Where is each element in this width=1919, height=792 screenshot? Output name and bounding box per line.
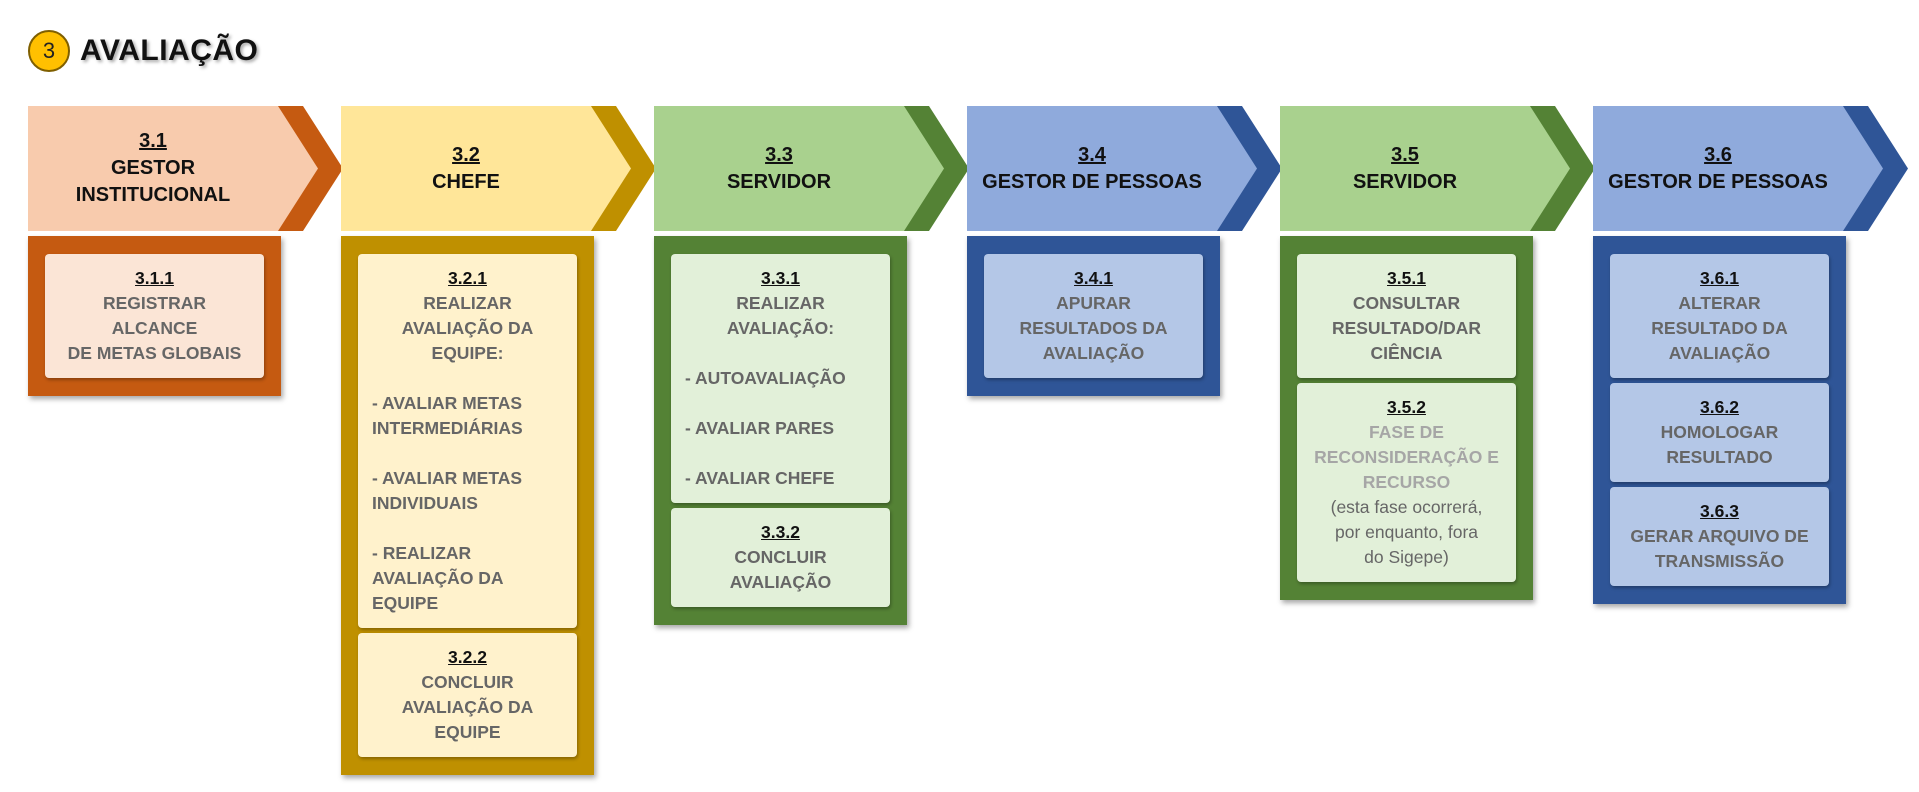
section-title: AVALIAÇÃO <box>80 34 259 67</box>
activity-id: 3.4.1 <box>1074 268 1113 288</box>
step-badge: 3 <box>28 30 70 72</box>
step-role: GESTOR INSTITUCIONAL <box>75 157 231 206</box>
step-role: GESTOR DE PESSOAS <box>1608 170 1828 193</box>
activity-id: 3.3.2 <box>761 522 800 542</box>
step-number: 3.5 <box>1391 143 1419 166</box>
step-number: 3.3 <box>765 143 793 166</box>
activity-id: 3.5.2 <box>1387 397 1426 417</box>
activity-title: APURAR RESULTADOS DA AVALIAÇÃO <box>1019 293 1168 363</box>
step-role: SERVIDOR <box>726 170 832 193</box>
activity-id: 3.2.1 <box>448 268 487 288</box>
activity-title: CONCLUIR AVALIAÇÃO DA EQUIPE <box>401 672 534 742</box>
step-role: GESTOR DE PESSOAS <box>982 170 1202 193</box>
activity-id: 3.2.2 <box>448 647 487 667</box>
section-header: 3 AVALIAÇÃO <box>28 28 258 74</box>
activity-title: CONCLUIR AVALIAÇÃO <box>729 547 832 592</box>
step-number: 3.4 <box>1078 143 1106 166</box>
activity-subitems: - AUTOAVALIAÇÃO - AVALIAR PARES - AVALIA… <box>685 368 846 488</box>
activity-title: GERAR ARQUIVO DE TRANSMISSÃO <box>1630 526 1809 571</box>
activity-id: 3.1.1 <box>135 268 174 288</box>
activity-note: (esta fase ocorrerá, por enquanto, fora … <box>1330 497 1483 567</box>
activity-id: 3.6.3 <box>1700 501 1739 521</box>
activity-id: 3.5.1 <box>1387 268 1426 288</box>
activity-id: 3.6.1 <box>1700 268 1739 288</box>
step-role: CHEFE <box>432 170 500 193</box>
activity-title: REALIZAR AVALIAÇÃO: <box>726 293 835 338</box>
step-number: 3.2 <box>452 143 480 166</box>
activity-title: CONSULTAR RESULTADO/DAR CIÊNCIA <box>1331 293 1482 363</box>
activity-id: 3.3.1 <box>761 268 800 288</box>
step-number: 3.6 <box>1704 143 1732 166</box>
activity-title: REGISTRAR ALCANCE DE METAS GLOBAIS <box>67 293 242 363</box>
activity-title: REALIZAR AVALIAÇÃO DA EQUIPE: <box>401 293 534 363</box>
activity-title: FASE DE RECONSIDERAÇÃO E RECURSO <box>1314 422 1499 492</box>
activity-id: 3.6.2 <box>1700 397 1739 417</box>
activity-title: HOMOLOGAR RESULTADO <box>1660 422 1779 467</box>
step-number: 3.1 <box>139 130 167 152</box>
activity-subitems: - AVALIAR METAS INTERMEDIÁRIAS - AVALIAR… <box>372 393 523 613</box>
step-role: SERVIDOR <box>1352 170 1458 193</box>
activity-title: ALTERAR RESULTADO DA AVALIAÇÃO <box>1651 293 1788 363</box>
